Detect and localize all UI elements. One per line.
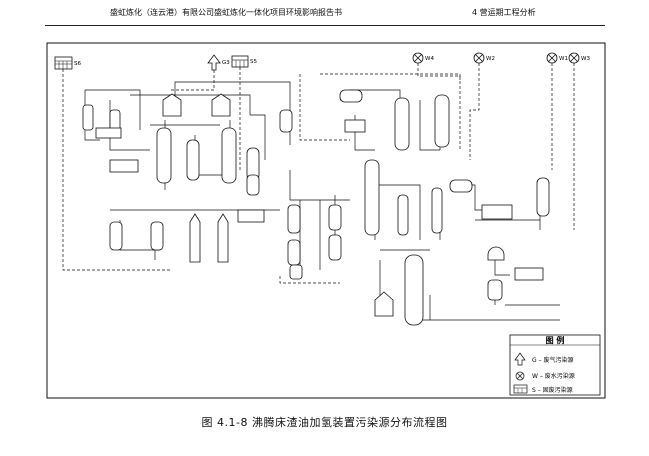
furnace-1 xyxy=(162,93,182,117)
source-w1-label: W1 xyxy=(559,56,568,62)
page-header: 盛虹炼化（连云港）有限公司盛虹炼化一体化项目环境影响报告书 4 营运期工程分析 xyxy=(0,6,649,26)
furnace-2 xyxy=(211,93,231,117)
vessel-m-3 xyxy=(328,204,342,231)
process-lines xyxy=(84,81,560,321)
column-main xyxy=(364,159,380,236)
column-tc-2 xyxy=(434,94,450,148)
circle-x-icon xyxy=(473,52,485,64)
column-ll-1 xyxy=(189,213,201,263)
box-right-2 xyxy=(514,267,544,281)
header-section-title: 4 营运期工程分析 xyxy=(472,8,536,17)
vessel-mid-2 xyxy=(279,109,293,133)
tank-right xyxy=(487,246,505,261)
header-report-title: 盛虹炼化（连云港）有限公司盛虹炼化一体化项目环境影响报告书 xyxy=(110,8,342,17)
legend-item-solid: S – 固废污染源 xyxy=(532,386,573,394)
column-c-1 xyxy=(397,194,409,236)
column-lower xyxy=(404,254,424,326)
vessel-m-1 xyxy=(287,204,301,234)
figure-caption: 图 4.1-8 沸腾床渣油加氢装置污染源分布流程图 xyxy=(201,416,448,429)
diagram-frame xyxy=(46,42,606,399)
solid-waste-icon xyxy=(54,56,73,70)
drum-top-1 xyxy=(339,89,363,103)
source-s6-label: S6 xyxy=(74,61,81,67)
source-s5-label: S5 xyxy=(250,59,257,65)
circle-x-icon xyxy=(412,52,424,64)
solid-waste-icon xyxy=(513,384,528,394)
circle-x-icon xyxy=(546,52,558,64)
legend xyxy=(509,334,601,396)
source-g3-label: G3 xyxy=(222,60,230,66)
box-left-1 xyxy=(95,127,122,139)
vessel-m-4 xyxy=(328,234,342,261)
vessel-ll-1 xyxy=(109,221,123,251)
vessel-mid-3 xyxy=(246,174,260,196)
vessel-m-2 xyxy=(287,239,301,266)
column-ll-2 xyxy=(217,213,229,263)
pollution-source-lines xyxy=(62,63,575,284)
vessel-left-1 xyxy=(82,104,94,131)
box-top-2 xyxy=(344,119,366,133)
source-w3-label: W3 xyxy=(581,56,590,62)
arrow-up-icon xyxy=(514,352,526,366)
header-rule xyxy=(45,25,605,26)
box-right-1 xyxy=(481,204,513,220)
reactor-3 xyxy=(221,127,237,184)
column-c-2 xyxy=(431,187,443,234)
source-w2-label: W2 xyxy=(486,56,495,62)
vessel-m-5 xyxy=(289,264,303,280)
legend-item-gas: G – 废气污染源 xyxy=(532,356,573,364)
arrow-up-icon xyxy=(207,54,221,71)
reactor-2 xyxy=(186,139,200,181)
box-compressor xyxy=(237,209,265,223)
equipment xyxy=(82,89,550,326)
box-left-2 xyxy=(109,159,139,173)
solid-waste-icon xyxy=(231,55,249,68)
column-right xyxy=(536,177,550,217)
drum-right-1 xyxy=(449,179,473,193)
circle-x-icon xyxy=(568,52,580,64)
legend-title: 图 例 xyxy=(546,335,565,345)
legend-item-water: W – 废水污染源 xyxy=(532,372,575,380)
vessel-ll-2 xyxy=(150,221,164,251)
reactor-1 xyxy=(156,127,172,184)
vessel-right-1 xyxy=(487,279,503,301)
column-tc-1 xyxy=(394,97,410,151)
furnace-3 xyxy=(374,291,394,317)
source-w4-label: W4 xyxy=(425,56,434,62)
